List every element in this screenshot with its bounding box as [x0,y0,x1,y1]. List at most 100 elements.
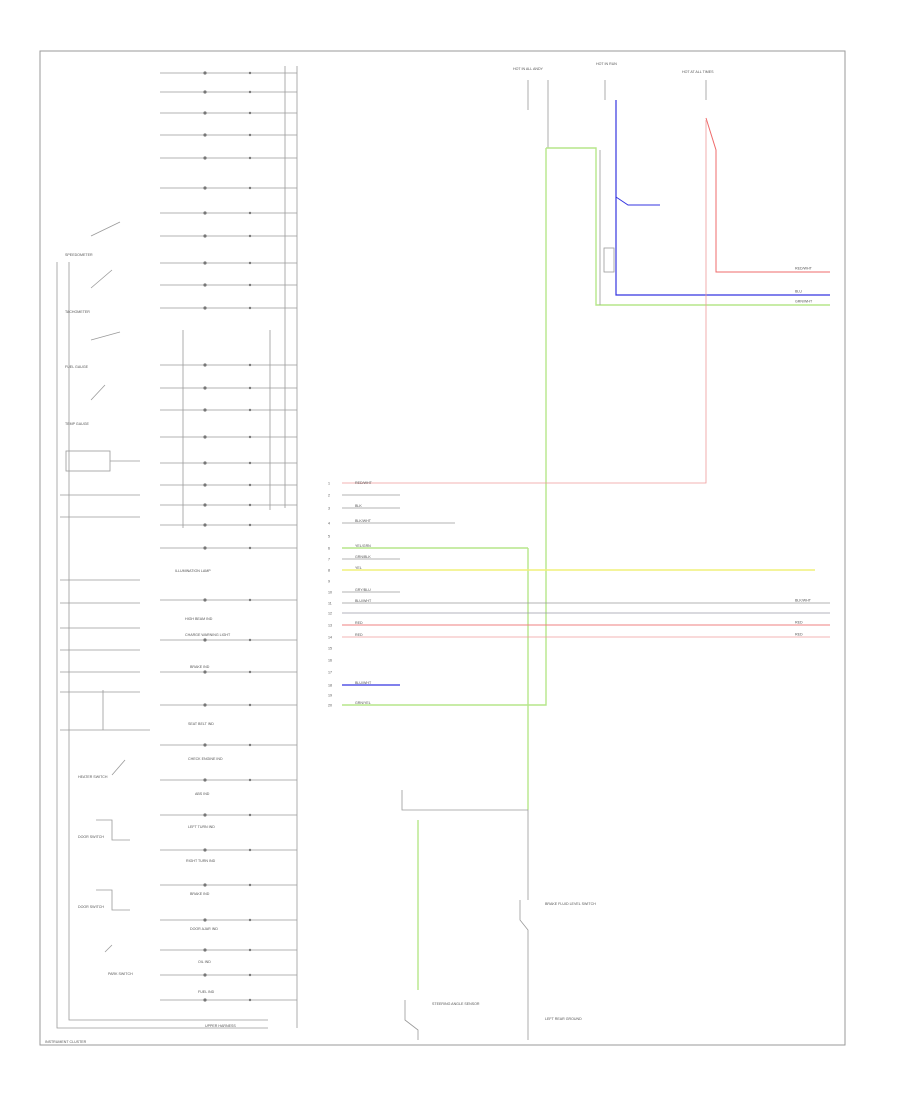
switch-label-park: PARK SWITCH [108,972,133,976]
right-wire-label: BLK/WHT [795,599,812,603]
panel-row [160,186,297,190]
component-steering: STEERING ANGLE SENSOR [432,1002,480,1006]
connector-pin-label: 4 [328,522,330,526]
connector-pin-label: 2 [328,494,330,498]
connector-pin-label: 8 [328,569,330,573]
panel-label-right-turn: RIGHT TURN IND [186,859,216,863]
connector-pin-label: 20 [328,704,332,708]
relay-components [599,150,615,305]
red-wire-pin1 [342,120,707,484]
panel-label-illumination: ILLUMINATION LAMP [175,569,211,573]
switch-label-door-1: DOOR SWITCH [78,835,104,839]
connector-pin-label: 17 [328,671,332,675]
connector-pin-label: 1 [328,482,330,486]
connector-pin-label: 19 [328,694,332,698]
gauge-label-fuel: FUEL GAUGE [65,365,89,369]
wire-color-label: YEL [355,566,362,570]
wire-color-label: GRN/YEL [355,701,371,705]
panel-row [160,670,297,674]
panel-row [160,211,297,215]
connector-pin-label: 10 [328,591,332,595]
panel-label-oil: OIL IND [198,960,211,964]
right-wire-label: BLU [795,290,802,294]
panel-row [160,638,297,642]
panel-row [160,546,297,550]
panel-row [160,848,297,852]
right-wire-label: GRN/WHT [795,300,813,304]
right-wire-labels: RED/WHT BLU GRN/WHT BLK/WHT RED RED [795,267,813,637]
panel-row [160,133,297,137]
panel-label-abs: ABS IND [195,792,210,796]
blue-branch-wire [615,196,660,206]
green-wire-top [546,147,830,306]
wire-color-label: BLK [355,504,362,508]
panel-row [160,703,297,707]
wire-color-label: RED [355,621,363,625]
panel-row [160,435,297,439]
connector-pin-label: 12 [328,612,332,616]
gauge-label-speedometer: SPEEDOMETER [65,253,93,257]
wire-color-label: GRN/BLK [355,555,371,559]
colored-wires [342,100,830,990]
feed-label-1: HOT IN ALL ANDY [513,67,544,71]
panel-row [160,998,297,1002]
wire-color-label: BLU/WHT [355,599,372,603]
panel-row [160,234,297,238]
panel-label-high-beam: HIGH BEAM IND [185,617,213,621]
panel-label-charge: CHARGE WARNING LIGHT [185,633,231,637]
connector-pin-label: 5 [328,535,330,539]
panel-row [160,261,297,265]
panel-row [160,883,297,887]
left-pin-stubs [60,494,140,693]
panel-row [160,948,297,952]
connector-pin-label: 7 [328,558,330,562]
panel-label-fuel: FUEL IND [198,990,215,994]
right-wire-label: RED/WHT [795,267,813,271]
panel-row [160,778,297,782]
connector-pin-label: 3 [328,507,330,511]
panel-bottom-label: UPPER HARNESS [205,1024,236,1028]
panel-row [160,283,297,287]
left-switches [60,690,150,953]
panel-row [160,918,297,922]
switch-label-heater: HEATER SWITCH [78,775,108,779]
panel-label-left-turn: LEFT TURN IND [188,825,215,829]
wire-color-label: RED [355,633,363,637]
connector-pin-label: 13 [328,624,332,628]
panel-row [160,306,297,310]
panel-row [160,813,297,817]
feed-label-2: HOT IN RUN [596,62,617,66]
blue-wire [615,100,830,296]
component-brake-fluid: BRAKE FLUID LEVEL SWITCH [545,902,596,906]
power-feeds [527,80,707,148]
panel-row [160,71,297,75]
wire-color-label: GRY/BLU [355,588,371,592]
wire-color-label: BLK/WHT [355,519,372,523]
connector-pin-label: 15 [328,647,332,651]
panel-row [160,156,297,160]
wire-color-labels: RED/WHT BLK BLK/WHT YEL/GRN GRN/BLK YEL GRY/BL… [355,481,373,705]
panel-row [160,598,297,602]
cluster-label: INSTRUMENT CLUSTER [45,1040,87,1044]
diagram-frame [39,50,846,1046]
green-wire-main [342,148,547,706]
panel-row [160,408,297,412]
right-wire-label: RED [795,621,803,625]
panel-row [160,523,297,527]
panel-row [160,461,297,465]
wire-color-label: RED/WHT [355,481,373,485]
feed-label-3: HOT AT ALL TIMES [682,70,714,74]
wire-color-label: YEL/GRN [355,544,371,548]
connector-pin-label: 16 [328,659,332,663]
gauges [65,221,140,472]
connector-pin-label: 9 [328,580,330,584]
panel-row [160,973,297,977]
connector-pin-label: 6 [328,547,330,551]
gauge-label-tachometer: TACHOMETER [65,310,90,314]
panel-row [160,743,297,747]
connector-pin-label: 11 [328,602,332,606]
right-wire-label: RED [795,633,803,637]
instrument-cluster [56,66,298,1029]
gauge-label-temp: TEMP GAUGE [65,422,89,426]
